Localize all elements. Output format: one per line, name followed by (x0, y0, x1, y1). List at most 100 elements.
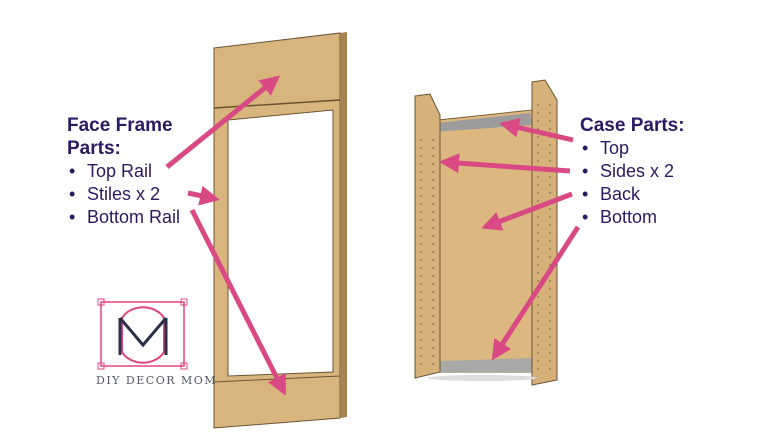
arrow-case-back (481, 191, 573, 231)
pin-hole (549, 336, 551, 338)
list-item: Bottom (580, 206, 685, 229)
pin-hole (420, 211, 422, 213)
pin-hole (432, 211, 434, 213)
pin-hole (537, 336, 539, 338)
pin-hole (549, 344, 551, 346)
pin-hole (537, 360, 539, 362)
pin-hole (420, 315, 422, 317)
pin-hole (537, 112, 539, 114)
pin-hole (432, 307, 434, 309)
pin-hole (537, 104, 539, 106)
face-frame-title-2: Parts: (67, 138, 121, 159)
pin-hole (420, 363, 422, 365)
pin-hole (549, 192, 551, 194)
pin-hole (537, 248, 539, 250)
pin-hole (537, 216, 539, 218)
pin-hole (432, 139, 434, 141)
pin-hole (549, 280, 551, 282)
pin-hole (420, 163, 422, 165)
pin-hole (420, 283, 422, 285)
pin-hole (537, 192, 539, 194)
pin-hole (432, 323, 434, 325)
pin-hole (420, 187, 422, 189)
pin-hole (549, 296, 551, 298)
pin-hole (537, 328, 539, 330)
arrow-bottom-rail (189, 208, 287, 396)
pin-hole (549, 104, 551, 106)
pin-hole (420, 203, 422, 205)
pin-hole (420, 291, 422, 293)
list-item: Back (580, 183, 685, 206)
pin-hole (537, 120, 539, 122)
face-frame (213, 32, 347, 429)
pin-hole (420, 147, 422, 149)
pin-hole (549, 176, 551, 178)
case-parts-title: Case Parts: (580, 115, 685, 136)
case-left-side (414, 93, 441, 379)
face-frame-list: Top Rail Stiles x 2 Bottom Rail (67, 160, 180, 229)
pin-hole (432, 259, 434, 261)
pin-hole (549, 184, 551, 186)
pin-hole (549, 328, 551, 330)
pin-hole (549, 360, 551, 362)
pin-hole (432, 315, 434, 317)
pin-hole (432, 147, 434, 149)
pin-hole (432, 219, 434, 221)
pin-hole (420, 339, 422, 341)
pin-hole (420, 307, 422, 309)
pin-hole (432, 283, 434, 285)
pin-hole (420, 243, 422, 245)
pin-hole (420, 219, 422, 221)
list-item: Bottom Rail (67, 206, 180, 229)
list-item: Stiles x 2 (67, 183, 180, 206)
pin-hole (432, 331, 434, 333)
pin-hole (549, 248, 551, 250)
face-frame-title: Face Frame (67, 115, 173, 136)
pin-hole (432, 203, 434, 205)
pin-hole (432, 195, 434, 197)
pin-hole (432, 355, 434, 357)
pin-hole (549, 144, 551, 146)
shelf-pin-holes (420, 104, 551, 370)
pin-hole (537, 224, 539, 226)
pin-hole (432, 275, 434, 277)
pin-hole (420, 347, 422, 349)
pin-hole (432, 179, 434, 181)
case-parts-label: Case Parts: Top Sides x 2 Back Bottom (580, 114, 685, 229)
logo (97, 298, 188, 370)
pin-hole (549, 128, 551, 130)
pin-hole (537, 144, 539, 146)
arrow-top-rail (165, 75, 281, 169)
pin-hole (432, 235, 434, 237)
pin-hole (549, 152, 551, 154)
pin-hole (549, 160, 551, 162)
pin-hole (549, 224, 551, 226)
pin-hole (549, 232, 551, 234)
pin-hole (549, 240, 551, 242)
pin-hole (432, 227, 434, 229)
pin-hole (420, 323, 422, 325)
pin-hole (420, 251, 422, 253)
arrows (165, 75, 581, 396)
pin-hole (432, 171, 434, 173)
pin-hole (537, 344, 539, 346)
pin-hole (549, 320, 551, 322)
pin-hole (537, 200, 539, 202)
pin-hole (537, 320, 539, 322)
pin-hole (420, 155, 422, 157)
pin-hole (537, 184, 539, 186)
pin-hole (549, 120, 551, 122)
pin-hole (432, 363, 434, 365)
pin-hole (537, 272, 539, 274)
pin-hole (432, 243, 434, 245)
face-frame-label: Face Frame Parts: Top Rail Stiles x 2 Bo… (67, 114, 180, 229)
list-item: Top (580, 137, 685, 160)
pin-hole (537, 240, 539, 242)
pin-hole (549, 352, 551, 354)
pin-hole (549, 208, 551, 210)
pin-hole (537, 312, 539, 314)
pin-hole (420, 267, 422, 269)
pin-hole (420, 259, 422, 261)
case-right-side (531, 79, 558, 386)
